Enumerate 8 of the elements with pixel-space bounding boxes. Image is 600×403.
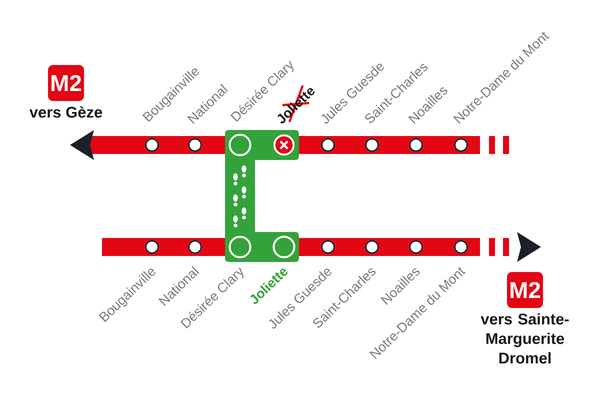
destination-label: vers Sainte-Marguerite Dromel [480,313,569,364]
line-badge: M2 [507,272,543,308]
track-arrow [468,232,541,262]
destination-label: vers Gèze [29,106,102,118]
dashed-track [468,136,510,154]
line-badge: M2 [48,65,84,101]
track-segment [102,238,145,256]
track-arrow [70,130,145,160]
